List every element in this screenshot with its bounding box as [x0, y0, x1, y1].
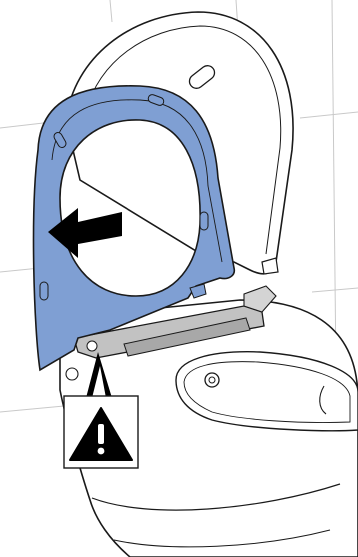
warning-box: [64, 396, 138, 468]
